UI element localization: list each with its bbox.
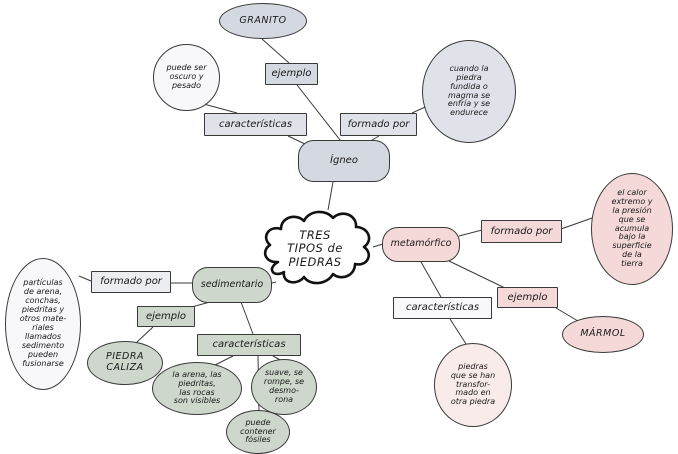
node-igneo-caracteristica-text: puede ser oscuro y pesado xyxy=(166,63,207,90)
node-sedimentario-caracteristica-1-text: la arena, las piedritas, las rocas son v… xyxy=(172,369,222,406)
node-metamorfico-formado-por-text: el calor extremo y la presión que se acu… xyxy=(611,187,653,269)
node-sedimentario-label: sedimentario xyxy=(200,278,264,290)
relation-metamorfico-caracteristicas[interactable]: características xyxy=(393,297,492,319)
node-sedimentario-caracteristica-2[interactable]: suave, se rompe, se desmo- rona xyxy=(251,359,317,415)
node-marmol[interactable]: MÁRMOL xyxy=(562,316,644,353)
node-sedimentario-caracteristica-3-text: puede contener fósiles xyxy=(240,417,276,445)
node-sedimentario-caracteristica-3[interactable]: puede contener fósiles xyxy=(226,410,290,454)
node-granito-label: GRANITO xyxy=(239,14,287,26)
node-piedra-caliza[interactable]: PIEDRA CALIZA xyxy=(87,341,163,385)
node-marmol-label: MÁRMOL xyxy=(580,328,626,340)
relation-metamorfico-ejemplo-label: ejemplo xyxy=(507,291,548,303)
node-metamorfico-caracteristica-text: piedras que se han transfor- mado en otr… xyxy=(450,361,496,407)
node-sedimentario-caracteristica-1[interactable]: la arena, las piedritas, las rocas son v… xyxy=(152,362,242,415)
node-piedra-caliza-label: PIEDRA CALIZA xyxy=(106,351,144,373)
relation-metamorfico-caracteristicas-label: características xyxy=(405,302,480,314)
node-granito[interactable]: GRANITO xyxy=(219,3,307,39)
cloud-shape xyxy=(263,210,371,285)
relation-igneo-ejemplo-label: ejemplo xyxy=(271,68,312,80)
node-sedimentario[interactable]: sedimentario xyxy=(192,267,272,303)
node-metamorfico-caracteristica[interactable]: piedras que se han transfor- mado en otr… xyxy=(434,343,512,427)
node-igneo-label: Ígneo xyxy=(330,155,358,167)
relation-sedimentario-formado-por[interactable]: formado por xyxy=(91,271,171,293)
node-metamorfico-label: metamórfico xyxy=(390,238,452,250)
relation-sedimentario-caracteristicas-label: características xyxy=(212,339,286,351)
relation-metamorfico-ejemplo[interactable]: ejemplo xyxy=(497,287,558,308)
node-igneo-caracteristica[interactable]: puede ser oscuro y pesado xyxy=(153,44,220,111)
node-sedimentario-formado-por[interactable]: partículas de arena, conchas, piedritas … xyxy=(5,258,81,390)
node-igneo-formado-por[interactable]: cuando la piedra fundida o magma se enfr… xyxy=(422,40,516,143)
relation-sedimentario-ejemplo-label: ejemplo xyxy=(145,310,187,322)
relation-igneo-formado-por-label: formado por xyxy=(347,118,410,130)
relation-igneo-formado-por[interactable]: formado por xyxy=(340,113,417,136)
node-central-cloud[interactable]: TRES TIPOS de PIEDRAS xyxy=(256,206,374,292)
node-sedimentario-formado-por-text: partículas de arena, conchas, piedritas … xyxy=(19,278,67,368)
relation-sedimentario-ejemplo[interactable]: ejemplo xyxy=(137,306,195,327)
node-metamorfico[interactable]: metamórfico xyxy=(382,227,460,262)
relation-metamorfico-formado-por-label: formado por xyxy=(490,225,553,237)
node-sedimentario-caracteristica-2-text: suave, se rompe, se desmo- rona xyxy=(263,368,305,404)
relation-igneo-ejemplo[interactable]: ejemplo xyxy=(265,63,318,85)
node-metamorfico-formado-por[interactable]: el calor extremo y la presión que se acu… xyxy=(591,173,673,285)
relation-sedimentario-formado-por-label: formado por xyxy=(100,276,162,288)
central-title: TRES TIPOS de PIEDRAS xyxy=(287,228,343,269)
node-igneo[interactable]: Ígneo xyxy=(298,140,390,182)
node-igneo-formado-por-text: cuando la piedra fundida o magma se enfr… xyxy=(447,63,491,118)
relation-sedimentario-caracteristicas[interactable]: características xyxy=(197,334,301,356)
relation-metamorfico-formado-por[interactable]: formado por xyxy=(481,220,562,243)
relation-igneo-caracteristicas[interactable]: características xyxy=(204,113,307,136)
relation-igneo-caracteristicas-label: características xyxy=(218,118,293,130)
